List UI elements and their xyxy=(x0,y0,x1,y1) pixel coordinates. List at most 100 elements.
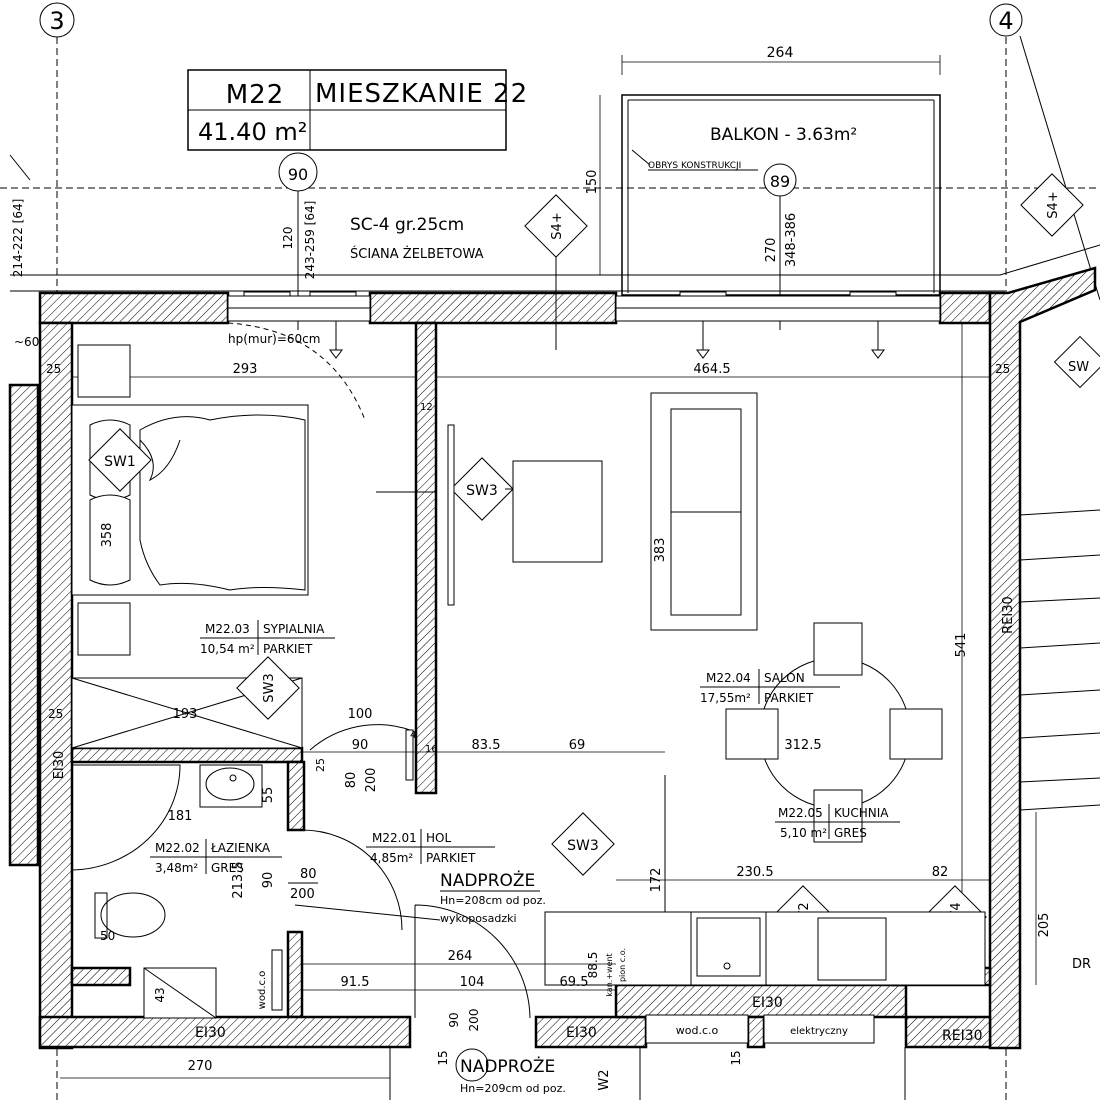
balcony-label: BALKON - 3.63m² xyxy=(710,125,857,145)
dim-25-c: 25 xyxy=(48,707,63,721)
room-label-kitchen: M22.05 KUCHNIA 5,10 m² GRES xyxy=(775,804,900,840)
dim-15-a: 15 xyxy=(436,1050,450,1065)
dim-91-5: 91.5 xyxy=(341,975,370,990)
door-bedroom: 100 xyxy=(309,707,414,781)
switch-sw1: SW1 xyxy=(88,428,152,492)
svg-text:SW: SW xyxy=(1068,360,1089,375)
shaft-electric-label: elektryczny xyxy=(790,1026,848,1037)
dim-270: 270 xyxy=(188,1059,213,1074)
svg-text:KUCHNIA: KUCHNIA xyxy=(834,806,889,820)
dim-293: 293 xyxy=(233,362,258,377)
wall-top-line-right xyxy=(999,244,1100,276)
dim-312-5: 312.5 xyxy=(784,738,821,753)
dim-82: 82 xyxy=(932,865,949,880)
svg-text:M22.05: M22.05 xyxy=(778,806,823,820)
svg-text:SYPIALNIA: SYPIALNIA xyxy=(263,622,325,636)
balcony-width: 264 xyxy=(767,45,794,61)
svg-text:181: 181 xyxy=(168,809,193,824)
svg-text:S4+: S4+ xyxy=(550,212,565,239)
dim-358: 358 xyxy=(100,523,115,548)
apartment-name: MIESZKANIE 22 xyxy=(315,79,528,109)
wall-desc: ŚCIANA ŻELBETOWA xyxy=(350,246,484,262)
svg-text:SALON: SALON xyxy=(764,671,805,685)
room-label-living: M22.04 SALON 17,55m² PARKIET xyxy=(700,669,840,705)
dim-172: 172 xyxy=(649,868,664,893)
dim-200-a: 200 xyxy=(364,768,379,793)
svg-text:200: 200 xyxy=(290,887,315,902)
dim-4: 4 xyxy=(410,730,416,741)
room-label-hall: M22.01 HOL 4,85m² PARKIET xyxy=(366,829,495,865)
svg-text:M22.02: M22.02 xyxy=(155,841,200,855)
lintel2-title: NADPROŻE xyxy=(460,1056,555,1077)
dim-193: 193 xyxy=(173,707,198,722)
svg-text:243-259 [64]: 243-259 [64] xyxy=(303,201,317,280)
dim-25-b: 25 xyxy=(995,362,1010,376)
living-furniture: 383 xyxy=(447,392,943,985)
svg-text:PARKIET: PARKIET xyxy=(263,642,313,656)
svg-text:ŁAZIENKA: ŁAZIENKA xyxy=(210,841,271,855)
stair-lines xyxy=(1019,509,1100,811)
dim-69-5: 69.5 xyxy=(560,975,589,990)
svg-text:M22.01: M22.01 xyxy=(372,831,417,845)
dim-80-a: 80 xyxy=(344,772,359,789)
lintel-height: Hn=208cm od poz. xyxy=(440,894,546,907)
rei30-right: REI30 xyxy=(1001,596,1016,634)
dim-12: 12 xyxy=(420,402,433,413)
dim-25-d: 25 xyxy=(314,758,327,772)
shaft-electric xyxy=(763,1014,875,1044)
balcony-height-1: 270 xyxy=(764,238,779,263)
svg-text:88.5: 88.5 xyxy=(586,952,600,979)
ei30-bottom-left: EI30 xyxy=(195,1025,226,1041)
ei30-kitchen: EI30 xyxy=(752,995,783,1011)
dim-230-5: 230.5 xyxy=(736,865,773,880)
svg-text:213.5: 213.5 xyxy=(231,861,246,898)
svg-text:HOL: HOL xyxy=(426,831,451,845)
door-bathroom: 80 200 90 213.5 xyxy=(231,829,441,931)
shaft-water xyxy=(645,1014,749,1044)
dim-69: 69 xyxy=(569,738,586,753)
dim-25-a: 25 xyxy=(46,362,61,376)
svg-text:90: 90 xyxy=(288,165,308,184)
svg-text:pion c.o.: pion c.o. xyxy=(618,948,627,982)
svg-text:S4+: S4+ xyxy=(1046,191,1061,218)
svg-text:GRES: GRES xyxy=(211,861,244,875)
rei30-bottom: REI30 xyxy=(942,1028,983,1044)
grid-axis-3-label: 3 xyxy=(49,7,64,35)
room-label-bathroom: M22.02 ŁAZIENKA 3,48m² GRES xyxy=(150,839,282,875)
apartment-area: 41.40 m² xyxy=(198,118,307,146)
ei30-bottom-mid: EI30 xyxy=(566,1025,597,1041)
svg-text:120: 120 xyxy=(281,227,295,250)
kitchen-counter: 88.5 pion c.o. kan.+went xyxy=(544,911,986,997)
svg-text:M22.04: M22.04 xyxy=(706,671,751,685)
svg-text:90: 90 xyxy=(261,872,276,889)
socket-s4-center: S4+ xyxy=(524,194,588,350)
svg-text:214-222 [64]: 214-222 [64] xyxy=(11,199,25,278)
balcony-height-2: 348-386 xyxy=(784,213,799,267)
shaft-water-label: wod.c.o xyxy=(676,1024,719,1037)
svg-text:4,85m²: 4,85m² xyxy=(370,851,413,865)
dim-264: 264 xyxy=(448,949,473,964)
svg-text:50: 50 xyxy=(100,929,115,943)
switch-sw-edge: SW xyxy=(1053,335,1100,389)
door-dr: DR xyxy=(1072,957,1091,972)
svg-text:hp(mur)=60cm: hp(mur)=60cm xyxy=(228,332,320,346)
svg-text:SW3: SW3 xyxy=(466,483,498,499)
title-block: M22 MIESZKANIE 22 41.40 m² xyxy=(187,69,528,151)
dim-200-c: 200 xyxy=(467,1009,481,1032)
svg-text:M22.03: M22.03 xyxy=(205,622,250,636)
svg-text:SW1: SW1 xyxy=(104,454,136,470)
svg-text:10,54 m²: 10,54 m² xyxy=(200,642,255,656)
balcony-outline-note: OBRYS KONSTRUKCJI xyxy=(648,161,741,171)
switch-sw3-hall: SW3 xyxy=(551,812,615,876)
wall-type: SC-4 gr.25cm xyxy=(350,215,464,235)
svg-text:SW3: SW3 xyxy=(567,838,599,854)
room-label-bedroom: M22.03 SYPIALNIA 10,54 m² PARKIET xyxy=(200,620,335,656)
balcony-marker-label: 89 xyxy=(770,172,790,191)
balcony: BALKON - 3.63m² OBRYS KONSTRUKCJI 89 270… xyxy=(585,45,941,330)
socket-s4-right: S4+ xyxy=(1020,173,1084,237)
lintel-height-2: wykoposadzki xyxy=(440,912,517,925)
dim-15-b: 15 xyxy=(729,1050,743,1065)
switch-sw3-bedroom: SW3 xyxy=(236,656,300,720)
apartment-code: M22 xyxy=(226,80,285,110)
